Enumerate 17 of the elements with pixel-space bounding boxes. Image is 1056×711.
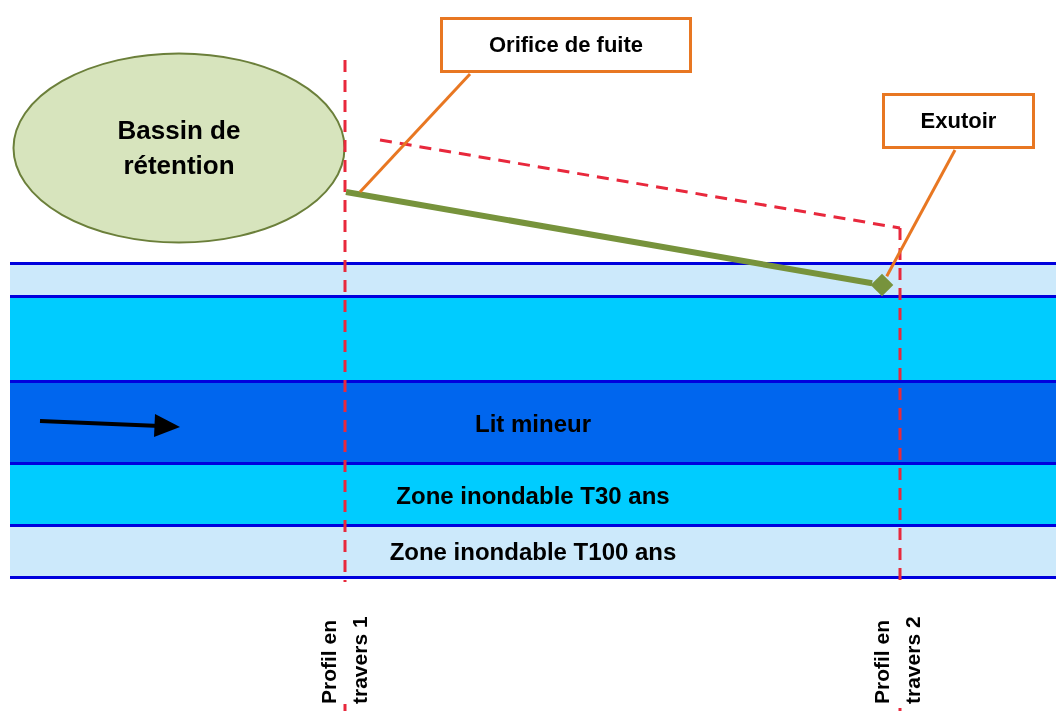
zone-label: Lit mineur	[475, 409, 591, 438]
river-band	[10, 295, 1056, 382]
callout-box	[882, 93, 1035, 149]
river-band	[10, 262, 1056, 295]
callout-box	[440, 17, 692, 73]
basin-label: Bassin de rétention	[116, 113, 242, 182]
river-band	[10, 524, 1056, 579]
leader-line	[885, 149, 957, 277]
leader-line	[358, 72, 472, 194]
river-band	[10, 380, 1056, 464]
pipe-line	[345, 189, 873, 287]
zone-label: Zone inondable T30 ans	[396, 481, 670, 510]
basin-ellipse	[12, 52, 346, 244]
callout-text: Orifice de fuite	[488, 32, 643, 58]
river-band	[10, 462, 1056, 526]
callout-text: Exutoir	[920, 108, 997, 134]
zone-label: Zone inondable T100 ans	[389, 537, 677, 566]
